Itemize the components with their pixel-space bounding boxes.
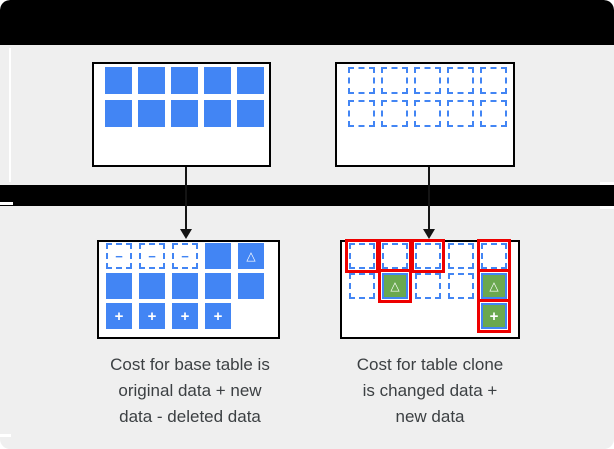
card-edge-notch-left [0,202,13,205]
arrow-line-left [185,167,187,230]
data-block-red-dashed [349,243,375,269]
data-block-solid [204,100,231,127]
data-block-dashed [447,100,474,127]
base-table-after-box: −−−△++++ [97,240,280,339]
data-block-dashed [480,67,507,94]
data-block-solid-plus: + [106,303,132,329]
caption-line: data - deleted data [119,407,261,426]
data-block-dashed [381,100,408,127]
table-clone-after-box: △ △ + [340,240,520,339]
data-block-solid [138,100,165,127]
redacted-divider-bar [0,185,614,206]
arrow-head-down-left [180,229,192,239]
data-block-solid [171,100,198,127]
data-block-dashed [448,243,474,269]
redacted-title-bar [0,0,614,45]
data-block-solid [238,273,264,299]
caption-line: original data + new [118,381,262,400]
data-block-solid [105,67,132,94]
data-block-solid [237,67,264,94]
table-clone-original-grid [348,67,507,127]
data-block-red-dashed [481,243,507,269]
data-block-solid [204,67,231,94]
card-edge-tick-bottom [0,434,11,437]
data-block-dashed [447,67,474,94]
data-block-solid [138,67,165,94]
caption-line: new data [395,407,465,426]
data-block-solid-plus: + [139,303,165,329]
data-block-red-dashed [415,243,441,269]
table-clone-original-box [335,62,515,167]
caption-line: Cost for table clone [356,355,504,374]
data-block-green-plus-red: + [481,303,507,329]
base-table-after-grid: −−−△++++ [106,243,264,329]
data-block-dashed [348,100,375,127]
table-clone-after-grid: △ △ + [349,243,507,329]
base-table-original-grid [105,67,264,127]
base-table-original-box [92,62,271,167]
data-block-dashed [349,273,375,299]
data-block-green-delta-red: △ [382,273,408,299]
data-block-solid [171,67,198,94]
data-block-solid [106,273,132,299]
data-block-dashed-minus: − [172,243,198,269]
data-block-dashed [348,67,375,94]
data-block-dashed [448,273,474,299]
data-block-dashed [480,100,507,127]
data-block-dashed-minus: − [139,243,165,269]
data-block-solid-plus: + [172,303,198,329]
table-clone-cost-caption: Cost for table clone is changed data + n… [320,352,540,430]
caption-line: is changed data + [362,381,498,400]
data-block-dashed [414,100,441,127]
data-block-dashed [415,273,441,299]
data-block-solid-plus: + [205,303,231,329]
data-block-solid [139,273,165,299]
arrow-line-right [428,167,430,230]
arrow-head-down-right [423,229,435,239]
data-block-solid [237,100,264,127]
data-block-red-dashed [382,243,408,269]
data-block-solid [205,243,231,269]
data-block-dashed [414,67,441,94]
base-table-cost-caption: Cost for base table is original data + n… [80,352,300,430]
data-block-solid [205,273,231,299]
card-edge-tick-right-upper [600,182,614,185]
data-block-solid-delta: △ [238,243,264,269]
data-block-dashed-minus: − [106,243,132,269]
caption-line: Cost for base table is [110,355,270,374]
data-block-solid [172,273,198,299]
card-edge-tick-right-lower [600,206,614,209]
data-block-dashed [381,67,408,94]
card-edge-highlight-left [9,48,11,182]
data-block-green-delta-red: △ [481,273,507,299]
data-block-solid [105,100,132,127]
